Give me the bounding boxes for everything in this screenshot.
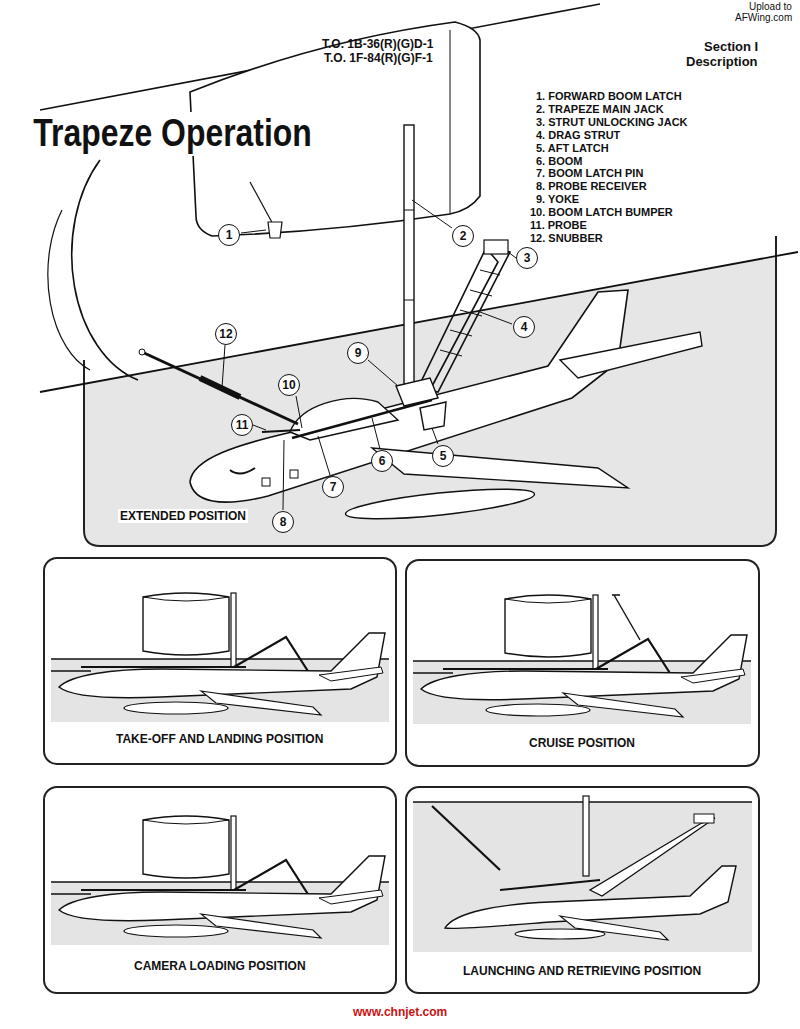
bay-shade bbox=[84, 256, 776, 546]
legend-item: 2. TRAPEZE MAIN JACK bbox=[536, 103, 664, 116]
callout-number: 5 bbox=[440, 449, 447, 463]
main-jack bbox=[404, 125, 414, 397]
boom bbox=[292, 400, 432, 438]
callout-number: 11 bbox=[236, 418, 249, 432]
callout-number: 4 bbox=[521, 320, 528, 334]
header-text: Upload to bbox=[749, 1, 792, 13]
drag-strut bbox=[590, 818, 715, 896]
strut-brace bbox=[440, 270, 500, 356]
panel-caption: EXTENDED POSITION bbox=[118, 509, 248, 523]
nacelle bbox=[72, 160, 138, 380]
legend-item: 7. BOOM LATCH PIN bbox=[536, 167, 643, 180]
callout-circle: 11 bbox=[231, 414, 253, 436]
yoke bbox=[396, 378, 438, 406]
drop-tank bbox=[515, 929, 605, 939]
callout-circle: 2 bbox=[452, 225, 474, 247]
fighter-fuselage bbox=[445, 866, 736, 929]
unlocking-jack bbox=[694, 814, 714, 823]
callout-circle: 9 bbox=[347, 342, 369, 364]
diagram-title: Trapeze Operation bbox=[30, 112, 315, 156]
window bbox=[262, 478, 270, 486]
callout-circle: 1 bbox=[218, 224, 240, 246]
position-panel: CRUISE POSITION bbox=[405, 559, 760, 767]
nacelle bbox=[48, 210, 90, 370]
header-text: AFWing.com bbox=[735, 12, 792, 24]
position-panel: CAMERA LOADING POSITION bbox=[43, 786, 397, 994]
main-jack bbox=[583, 796, 589, 876]
boom bbox=[500, 880, 600, 890]
unlocking-jack bbox=[484, 240, 508, 254]
fighter-wing bbox=[372, 448, 628, 488]
leader-lines bbox=[222, 200, 516, 510]
header-text: T.O. 1F-84(R)(G)F-1 bbox=[324, 52, 433, 66]
legend-item: 6. BOOM bbox=[536, 155, 582, 168]
callout-number: 10 bbox=[282, 378, 295, 392]
callout-circle: 5 bbox=[432, 445, 454, 467]
callout-number: 9 bbox=[355, 346, 362, 360]
callout-number: 3 bbox=[524, 251, 531, 265]
forward-boom-latch bbox=[268, 222, 282, 238]
callout-circle: 4 bbox=[513, 316, 535, 338]
camera-scene bbox=[51, 816, 389, 945]
panel-frame bbox=[84, 236, 776, 546]
legend-item: 12. SNUBBER bbox=[530, 232, 603, 245]
legend-item: 3. STRUT UNLOCKING JACK bbox=[536, 116, 688, 129]
snubber-end bbox=[139, 349, 145, 355]
callout-number: 8 bbox=[280, 515, 287, 529]
cruise-scene bbox=[413, 595, 751, 724]
callout-number: 7 bbox=[330, 480, 337, 494]
legend-item: 11. PROBE bbox=[530, 219, 587, 232]
header-text: Description bbox=[686, 55, 758, 70]
snubber-body bbox=[200, 378, 240, 397]
snubber bbox=[142, 352, 298, 424]
strut-detail bbox=[612, 595, 640, 640]
callout-number: 2 bbox=[460, 229, 467, 243]
takeoff-scene bbox=[51, 593, 389, 722]
fighter-fuselage bbox=[190, 290, 628, 502]
jack-ring bbox=[404, 300, 414, 301]
bay-edge bbox=[450, 30, 451, 214]
header-text: T.O. 1B-36(R)(G)D-1 bbox=[322, 38, 433, 52]
legend-item: 8. PROBE RECEIVER bbox=[536, 180, 647, 193]
insignia bbox=[230, 468, 255, 474]
callout-number: 1 bbox=[226, 228, 233, 242]
panel-caption: TAKE-OFF AND LANDING POSITION bbox=[114, 732, 325, 746]
legend-item: 10. BOOM LATCH BUMPER bbox=[530, 206, 673, 219]
legend-item: 1. FORWARD BOOM LATCH bbox=[536, 90, 682, 103]
legend-item: 5. AFT LATCH bbox=[536, 142, 609, 155]
position-panel: TAKE-OFF AND LANDING POSITION bbox=[43, 557, 397, 765]
fuselage-line bbox=[40, 252, 798, 392]
position-panel: LAUNCHING AND RETRIEVING POSITION bbox=[405, 786, 760, 994]
latch-link bbox=[250, 182, 275, 228]
callout-number: 12 bbox=[219, 327, 232, 341]
window bbox=[290, 470, 298, 478]
snubber bbox=[432, 806, 500, 870]
panel-caption: CAMERA LOADING POSITION bbox=[132, 959, 308, 973]
callout-circle: 7 bbox=[322, 476, 344, 498]
callout-circle: 3 bbox=[516, 247, 538, 269]
callout-number: 6 bbox=[379, 454, 386, 468]
panel-caption: CRUISE POSITION bbox=[527, 736, 637, 750]
drag-strut bbox=[418, 248, 510, 392]
aft-latch bbox=[420, 402, 446, 430]
callout-circle: 8 bbox=[272, 511, 294, 533]
probe bbox=[262, 430, 300, 432]
position-panel: EXTENDED POSITION bbox=[84, 380, 776, 546]
drop-tank bbox=[344, 483, 535, 525]
watermark: www.chnjet.com bbox=[353, 1006, 447, 1020]
fighter-stabilizer bbox=[560, 332, 702, 378]
legend-item: 4. DRAG STRUT bbox=[536, 129, 620, 142]
legend-item: 9. YOKE bbox=[536, 193, 579, 206]
header-text: Section I bbox=[704, 40, 758, 55]
jack-ring bbox=[404, 210, 414, 211]
callout-circle: 10 bbox=[278, 374, 300, 396]
callout-circle: 12 bbox=[215, 323, 237, 345]
panel-caption: LAUNCHING AND RETRIEVING POSITION bbox=[461, 964, 703, 978]
callout-circle: 6 bbox=[371, 450, 393, 472]
